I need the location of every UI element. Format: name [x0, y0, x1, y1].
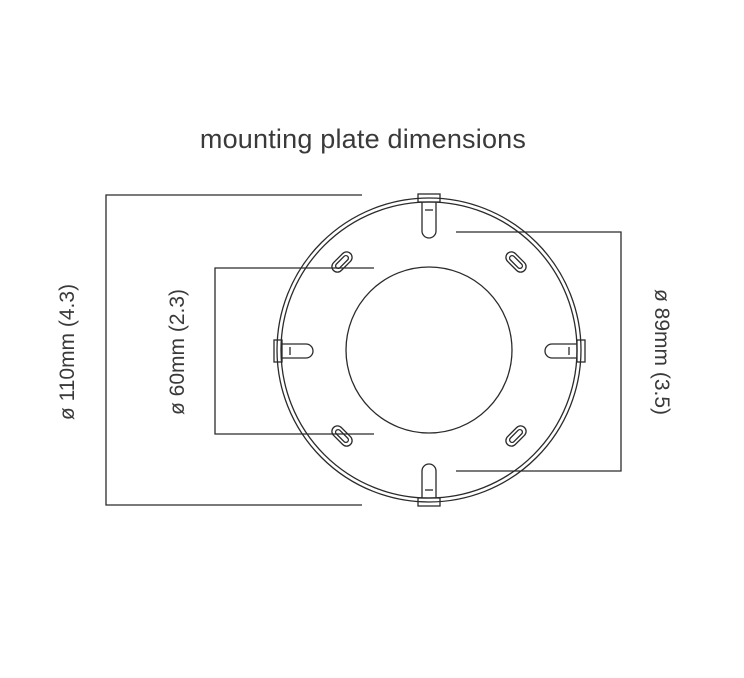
keyhole-tab-top — [417, 193, 441, 239]
dimension-line-inner — [214, 267, 374, 435]
keyhole-tab-left — [273, 339, 314, 363]
dimension-line-outer — [105, 194, 362, 506]
outer-plate-rim — [280, 201, 578, 499]
keyhole-tab-bottom — [417, 463, 441, 507]
diagram-title: mounting plate dimensions — [199, 124, 527, 154]
slot-hole-upper-right — [505, 251, 527, 273]
outer-plate-circle — [276, 197, 582, 503]
dimension-label-outer: ø 110mm (4.3) — [56, 284, 79, 420]
dimension-label-inner: ø 60mm (2.3) — [166, 289, 189, 415]
keyhole-tab-right — [544, 339, 586, 363]
center-opening-circle — [345, 266, 513, 434]
slot-hole-lower-left — [331, 425, 353, 447]
dimension-label-hole-circle: ø 89mm (3.5) — [650, 289, 673, 415]
slot-hole-lower-right — [505, 425, 527, 447]
dimension-line-hole-circle — [456, 231, 622, 472]
slot-hole-upper-left — [331, 251, 353, 273]
